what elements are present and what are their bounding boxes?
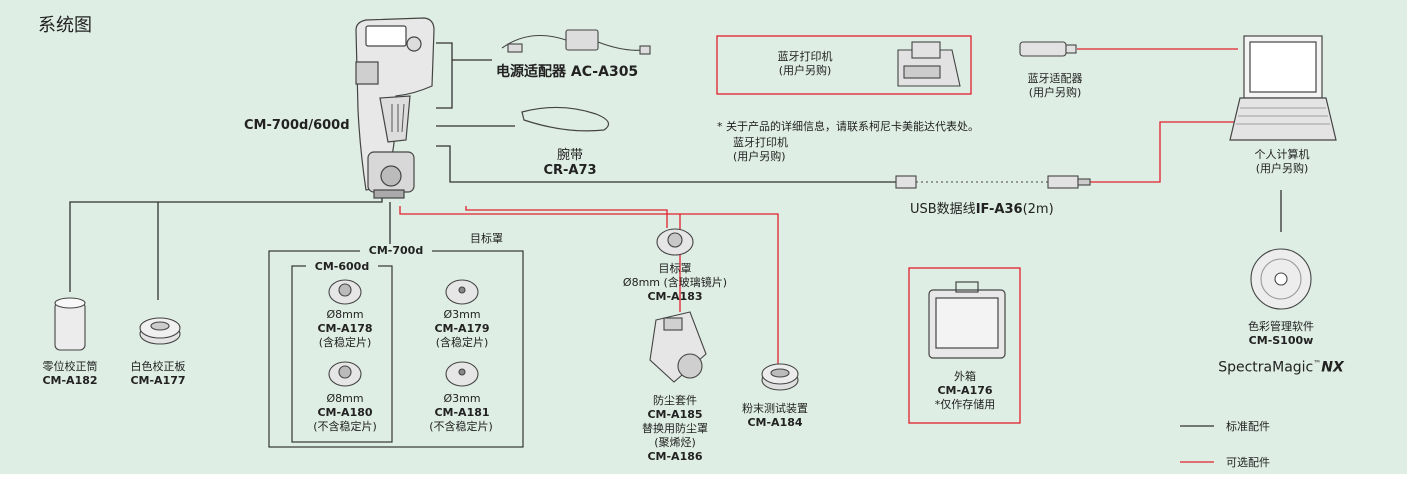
- case-image: [928, 281, 1006, 359]
- mask3-size: Ø8mm: [326, 392, 364, 405]
- pc-name: 个人计算机: [1254, 148, 1310, 161]
- glass-mask-name: 目标罩: [658, 262, 692, 275]
- glass-mask-image: [656, 228, 694, 256]
- mask2-size: Ø3mm: [443, 308, 481, 321]
- mask4-code: CM-A181: [434, 406, 490, 419]
- cm700d-group-label: CM-700d: [360, 244, 432, 257]
- bt-printer2-note: (用户另购): [733, 150, 786, 163]
- mask1-note: (含稳定片): [318, 336, 372, 349]
- dust-cover-code1: CM-A185: [647, 408, 703, 421]
- dust-cover-name2: 替换用防尘罩: [642, 422, 708, 435]
- wire-adapter: [436, 42, 453, 109]
- case-frame: [908, 267, 1021, 424]
- white-cal-code: CM-A177: [130, 374, 186, 387]
- main-unit-label: CM-700d/600d: [244, 118, 350, 133]
- target-mask-group-label: 目标罩: [470, 232, 503, 245]
- dust-cover-image: [649, 311, 707, 383]
- bt-printer2-name: 蓝牙打印机: [733, 136, 788, 149]
- dust-cover-code2: CM-A186: [647, 450, 703, 463]
- dust-cover-note: (聚烯烃): [654, 436, 696, 449]
- glass-mask-size: Ø8mm (含玻璃镜片): [622, 276, 728, 289]
- ac-adapter-label: 电源适配器 AC-A305: [496, 64, 639, 80]
- case-code: CM-A176: [937, 384, 993, 397]
- mask4-note: (不含稳定片): [429, 420, 493, 433]
- zero-cal-tube-image: [54, 297, 86, 351]
- zero-cal-name: 零位校正筒: [42, 360, 98, 373]
- legend-optional-label: 可选配件: [1226, 456, 1270, 469]
- case-note: *仅作存储用: [934, 398, 996, 411]
- wire-optional-bottom: [399, 206, 779, 368]
- laptop-image: [1229, 35, 1337, 141]
- bt-printer-frame: [716, 35, 972, 95]
- target-mask-images: [328, 279, 479, 387]
- system-diagram: 系统图 CM-700d/600d 电源适配器 AC-A305 腕带 CR-A73…: [0, 0, 1407, 474]
- wire-bottom-bus: [69, 196, 383, 292]
- strap-code: CR-A73: [543, 163, 597, 178]
- powder-device-image: [761, 363, 799, 391]
- usb-cable-label: USB数据线IF-A36(2m): [910, 202, 1054, 217]
- mask1-size: Ø8mm: [326, 308, 364, 321]
- dust-cover-name: 防尘套件: [653, 394, 697, 407]
- mask3-code: CM-A180: [317, 406, 373, 419]
- mask2-note: (含稳定片): [435, 336, 489, 349]
- bt-printer-name: 蓝牙打印机: [777, 50, 833, 63]
- glass-mask-code: CM-A183: [647, 290, 703, 303]
- legend-standard-label: 标准配件: [1226, 420, 1270, 433]
- powder-device-name: 粉末测试装置: [742, 402, 808, 415]
- bt-printer-note: (用户另购): [778, 64, 832, 77]
- info-note: * 关于产品的详细信息，请联系柯尼卡美能达代表处。: [717, 120, 979, 133]
- wire-usb: [436, 145, 896, 183]
- strap-image: [521, 106, 610, 132]
- case-name: 外箱: [954, 370, 976, 383]
- wire-usb-pc: [1090, 121, 1238, 183]
- strap-name: 腕带: [556, 148, 583, 163]
- mask4-size: Ø3mm: [443, 392, 481, 405]
- bt-adapter-note: (用户另购): [1028, 86, 1082, 99]
- software-code: CM-S100w: [1248, 334, 1314, 347]
- ac-adapter-image: [501, 29, 651, 55]
- bluetooth-printer-image: [897, 41, 961, 87]
- software-name: 色彩管理软件: [1248, 320, 1314, 333]
- diagram-graphics: [54, 17, 1337, 463]
- bt-adapter-name: 蓝牙适配器: [1027, 72, 1083, 85]
- cm700d-instrument-image: [355, 17, 435, 199]
- pc-note: (用户另购): [1255, 162, 1309, 175]
- zero-cal-code: CM-A182: [42, 374, 98, 387]
- usb-cable-image: [895, 175, 1091, 189]
- mask1-code: CM-A178: [317, 322, 373, 335]
- diagram-title: 系统图: [38, 15, 92, 36]
- mask3-note: (不含稳定片): [313, 420, 377, 433]
- mask2-code: CM-A179: [434, 322, 490, 335]
- powder-device-code: CM-A184: [747, 416, 803, 429]
- white-cal-plate-image: [139, 317, 181, 345]
- white-cal-name: 白色校正板: [130, 360, 186, 373]
- software-brand: SpectraMagic™NX: [1218, 359, 1344, 376]
- wire-glass-mask: [465, 206, 668, 228]
- cm600d-group-label: CM-600d: [306, 260, 378, 273]
- bluetooth-adapter-image: [1019, 41, 1077, 57]
- software-cd-image: [1250, 248, 1312, 310]
